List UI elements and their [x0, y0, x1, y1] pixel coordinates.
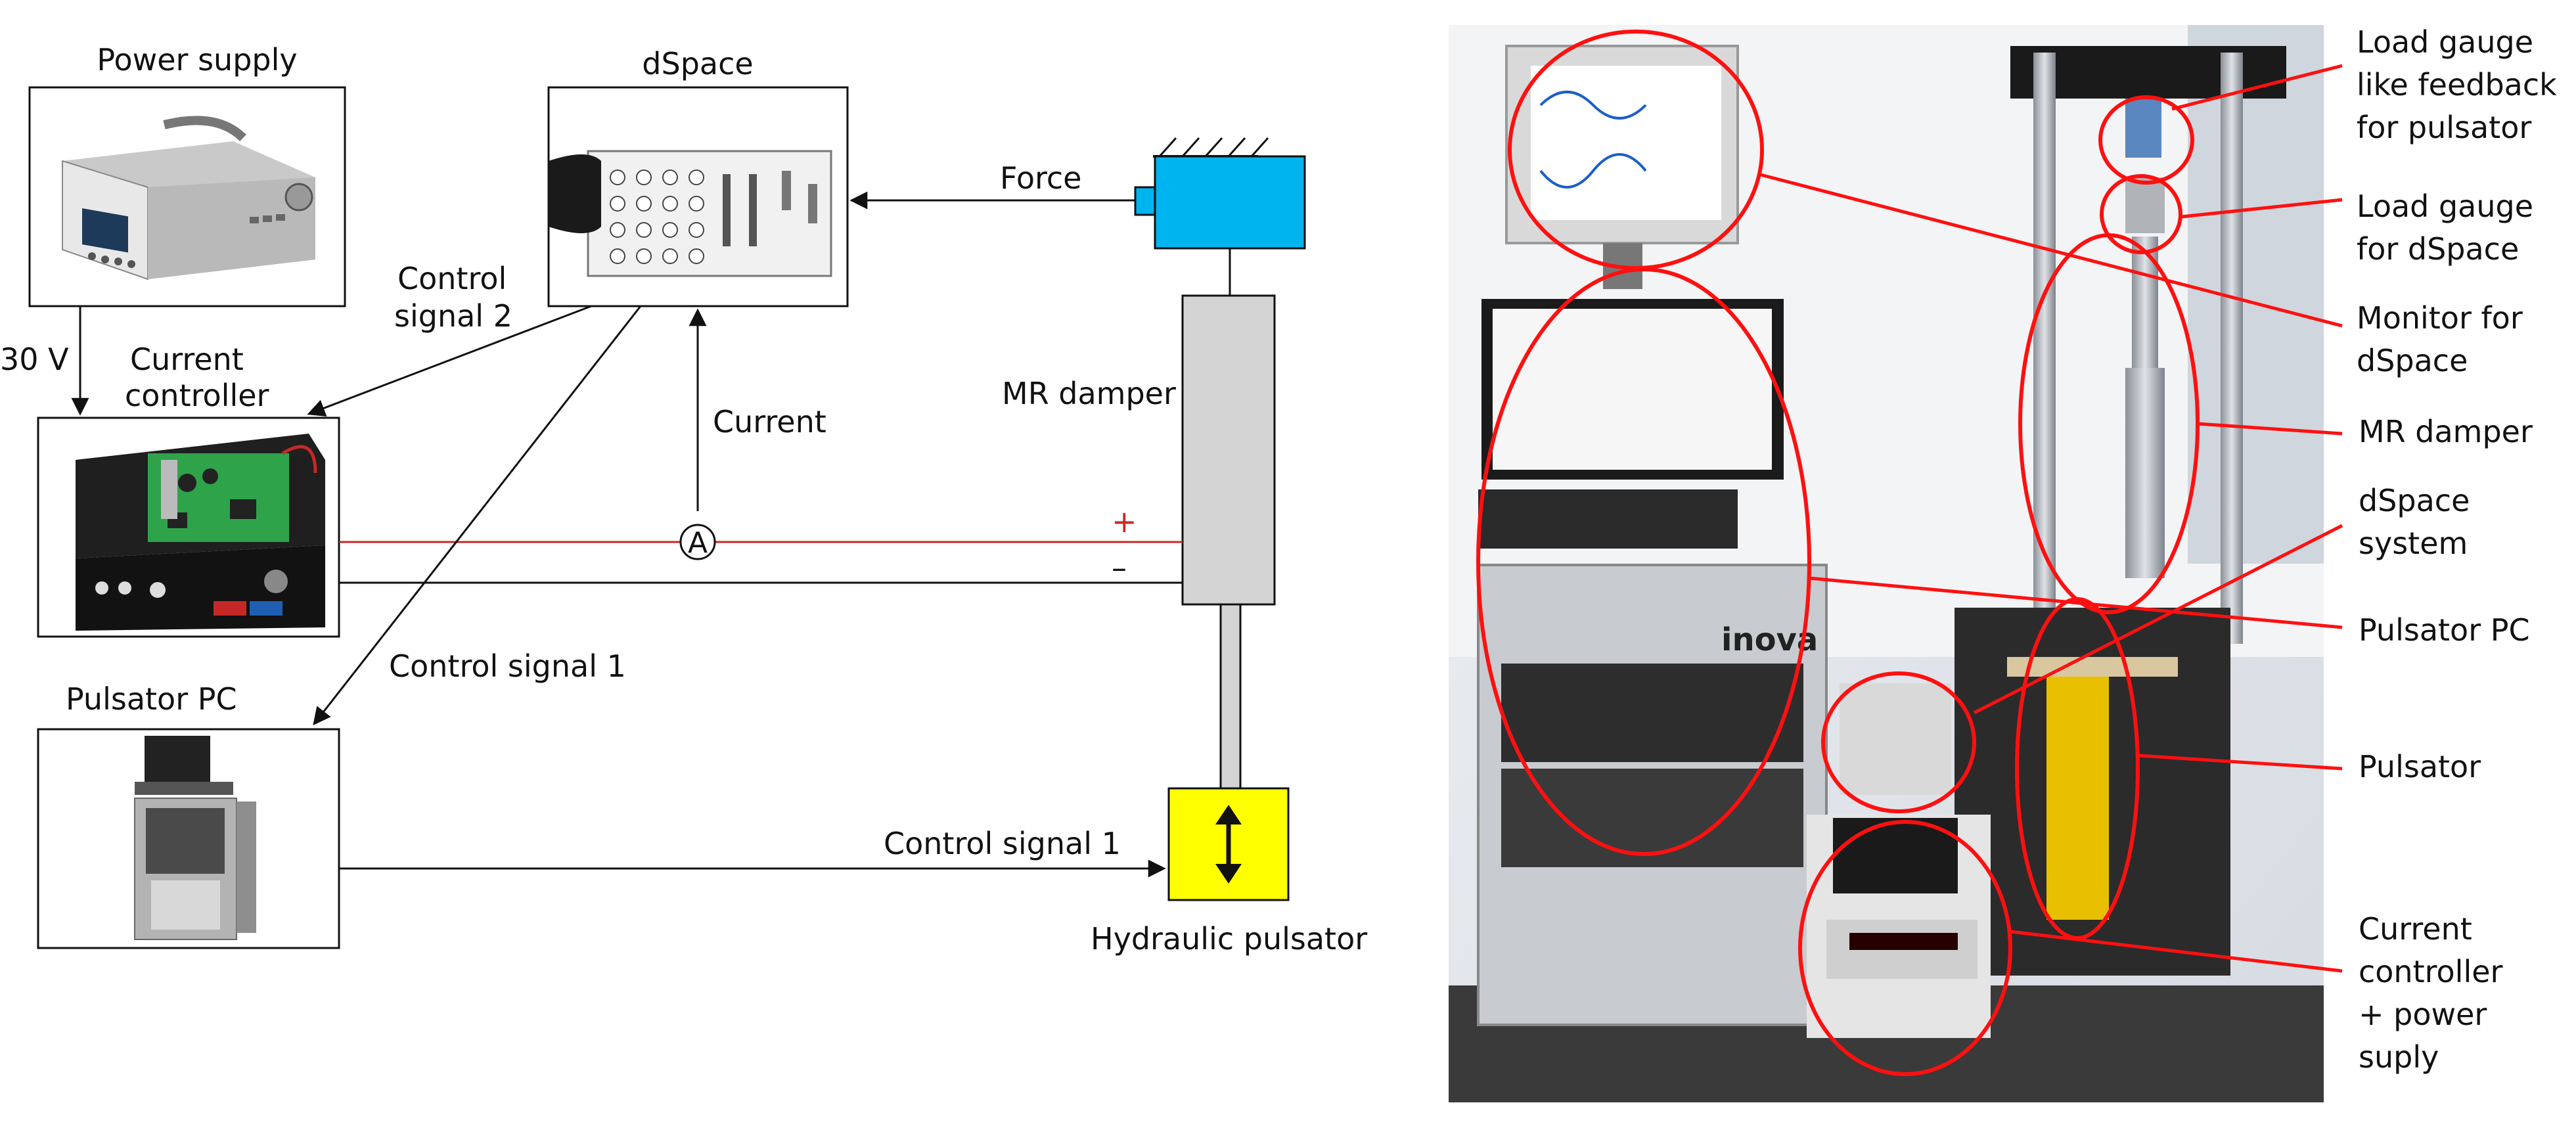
rig-column-right: [2221, 53, 2243, 644]
callout-mr-damper: MR damper: [2359, 414, 2533, 449]
pulsator-pc-label: Pulsator PC: [66, 681, 237, 717]
photo-panel: inova: [1449, 25, 2343, 1102]
callout-monitor-dspace-1: Monitor for: [2357, 300, 2523, 336]
control-signal-2-label-2: signal 2: [394, 298, 512, 334]
mr-damper-photo: [2125, 368, 2165, 578]
hydraulic-pulsator-label: Hydraulic pulsator: [1091, 921, 1367, 957]
callout-current-controller-4: suply: [2359, 1039, 2439, 1075]
force-sensor-port: [1134, 186, 1156, 216]
callout-load-gauge-feedback-2: like feedback: [2357, 67, 2557, 102]
callout-current-controller-3: + power: [2359, 997, 2487, 1032]
current-controller-photo: [1833, 818, 1958, 893]
lead-current-controller: [2010, 930, 2343, 973]
control-signal-1-lower-label: Control signal 1: [884, 826, 1121, 861]
callout-pulsator: Pulsator: [2359, 749, 2481, 784]
current-controller-label-2: controller: [125, 378, 269, 413]
double-arrow-icon: [1215, 805, 1242, 884]
callout-load-gauge-feedback-1: Load gauge: [2357, 24, 2533, 60]
ground-support: [1153, 137, 1269, 158]
ring-dspace-system: [1821, 671, 1976, 813]
current-controller-box: [37, 417, 340, 638]
dspace-picture: [549, 150, 832, 277]
current-controller-label-1: Current: [130, 342, 244, 377]
lead-load-gauge-dspace: [2181, 198, 2343, 219]
ammeter-symbol: A: [688, 526, 708, 560]
pulsator-pc-box: [37, 728, 340, 949]
mr-damper-rod: [1219, 603, 1242, 790]
force-label: Force: [1000, 160, 1081, 196]
voltage-label: 30 V: [0, 342, 69, 377]
lead-monitor: [1760, 173, 2343, 328]
ammeter-icon: [679, 524, 716, 560]
control-signal-1-arrow-upper: [313, 305, 642, 726]
minus-sign: –: [1112, 550, 1127, 585]
schematic-diagram: Power supply dSpace: [0, 42, 1367, 957]
lead-pulsator: [2137, 754, 2343, 771]
control-signal-1-upper-label: Control signal 1: [389, 648, 626, 684]
rig-column-left: [2033, 53, 2056, 644]
control-signal-2-label-1: Control: [397, 261, 507, 296]
ring-load-gauge-dspace: [2100, 174, 2182, 254]
lead-load-gauge-feedback: [2171, 64, 2343, 111]
dspace-label: dSpace: [642, 46, 753, 81]
ring-load-gauge-feedback: [2098, 95, 2194, 185]
ring-current-controller: [1798, 820, 2012, 1076]
callout-current-controller-1: Current: [2359, 911, 2472, 947]
callout-load-gauge-dspace-1: Load gauge: [2357, 189, 2533, 224]
callout-current-controller-2: controller: [2359, 954, 2503, 989]
callout-labels: Load gauge like feedback for pulsator Lo…: [2357, 24, 2557, 1075]
power-supply-picture: [62, 116, 315, 281]
callout-load-gauge-dspace-2: for dSpace: [2357, 231, 2519, 267]
dspace-box: [547, 86, 849, 307]
current-controller-picture: [76, 434, 325, 631]
power-supply-box: [28, 86, 346, 307]
force-sensor: [1154, 155, 1306, 250]
mr-damper-label: MR damper: [1002, 376, 1176, 411]
callout-pulsator-pc: Pulsator PC: [2359, 612, 2530, 648]
callout-load-gauge-feedback-3: for pulsator: [2357, 110, 2531, 145]
lead-dspace-system: [1973, 524, 2343, 715]
lead-mr-damper: [2197, 422, 2343, 436]
mr-damper-body: [1181, 294, 1276, 606]
ring-pulsator-pc: [1476, 267, 1811, 856]
power-supply-label: Power supply: [97, 42, 297, 78]
callout-monitor-dspace-2: dSpace: [2357, 343, 2468, 378]
pulsator-pc-picture: [134, 736, 256, 940]
dspace-unit-photo: [1840, 683, 1951, 795]
current-label: Current: [713, 404, 826, 440]
callout-dspace-system-1: dSpace: [2359, 483, 2470, 518]
pulsator-photo: [2046, 677, 2109, 920]
control-signal-2-arrow: [307, 305, 592, 417]
plus-sign: +: [1112, 504, 1137, 539]
callout-dspace-system-2: system: [2359, 526, 2468, 561]
lead-pulsator-pc: [1809, 576, 2343, 629]
